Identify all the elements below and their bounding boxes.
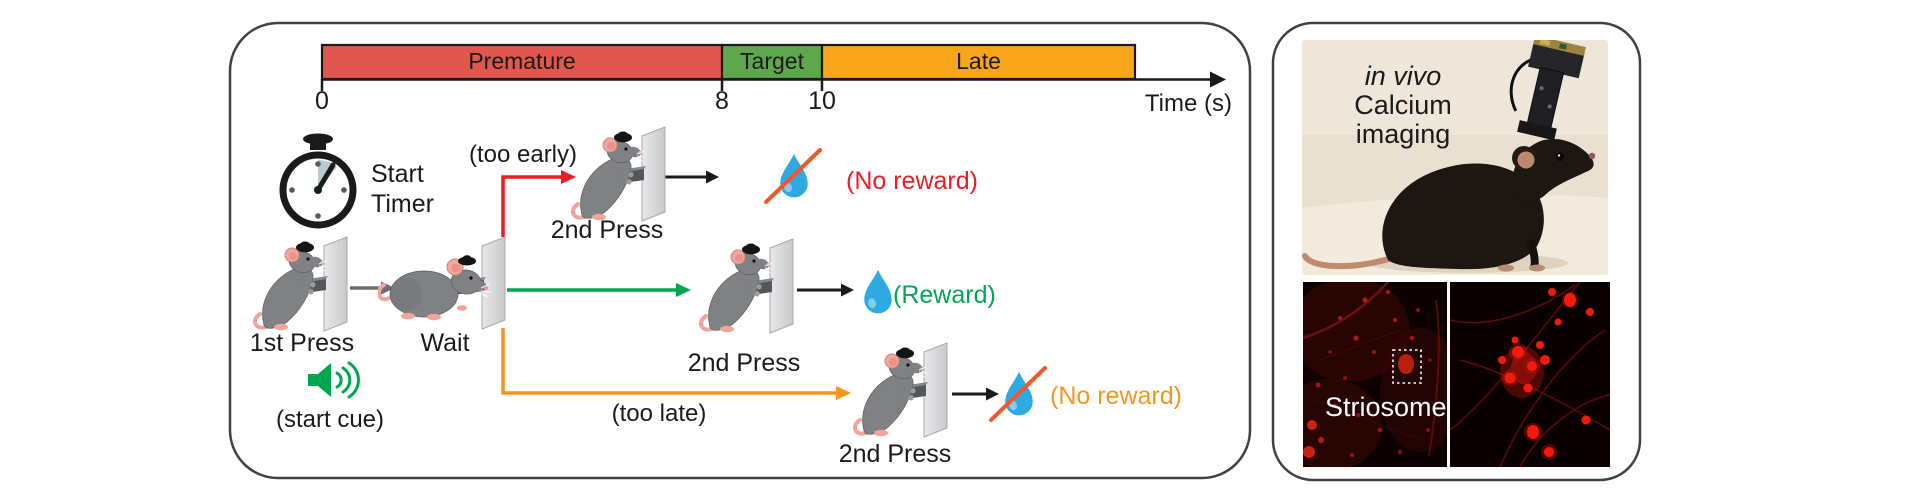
label-second-press-late: 2nd Press xyxy=(838,440,952,468)
target-arrow xyxy=(507,283,691,297)
timeline-label-target: Target xyxy=(740,48,804,74)
timeline-label-premature: Premature xyxy=(468,48,576,74)
miniscope xyxy=(1509,40,1586,141)
label-wait: Wait xyxy=(420,329,470,357)
label-first-press: 1st Press xyxy=(249,329,355,357)
label-reward: (Reward) xyxy=(893,281,996,309)
timeline-label-late: Late xyxy=(956,48,1001,74)
mouse-tail xyxy=(1302,253,1395,270)
label-second-press-target: 2nd Press xyxy=(687,349,801,377)
timeline-bar xyxy=(320,43,1226,91)
segment-target xyxy=(720,43,824,81)
outcome-arrow-late xyxy=(952,387,999,401)
too-late-arrow xyxy=(501,328,851,400)
droplet-no-reward-late xyxy=(989,366,1047,422)
start-timer-line2: Timer xyxy=(371,190,434,218)
tick-0: 0 xyxy=(315,87,329,115)
outcome-arrow-target xyxy=(797,283,854,297)
segment-late xyxy=(820,43,1137,81)
label-too-early: (too early) xyxy=(468,141,578,168)
segment-premature xyxy=(320,43,724,81)
striosome-roi-box xyxy=(1392,349,1422,384)
caption-imaging: imaging xyxy=(1355,119,1451,149)
caption-in-vivo: in vivo xyxy=(1364,61,1442,91)
label-start-cue: (start cue) xyxy=(275,406,385,433)
label-second-press-early: 2nd Press xyxy=(550,216,664,244)
time-axis-label: Time (s) xyxy=(1144,90,1232,117)
label-no-reward-late: (No reward) xyxy=(1050,382,1182,410)
too-early-arrow xyxy=(501,170,576,237)
caption-calcium: Calcium xyxy=(1354,90,1452,120)
fluorescence-image-striatum xyxy=(1303,282,1447,467)
label-no-reward-early: (No reward) xyxy=(846,167,978,195)
mouse-body xyxy=(1382,163,1544,270)
tick-10: 10 xyxy=(808,87,836,115)
time-axis-arrowhead xyxy=(1210,71,1226,88)
label-striosome: Striosome xyxy=(1325,392,1447,422)
tick-8: 8 xyxy=(715,87,729,115)
calcium-imaging-photo xyxy=(1302,40,1608,275)
label-too-late: (too late) xyxy=(611,400,707,427)
axis-ticks xyxy=(320,79,824,91)
droplet-no-reward-early xyxy=(764,148,822,204)
speaker-icon xyxy=(308,361,360,399)
stopwatch-icon xyxy=(279,133,357,229)
fluorescence-image-zoom xyxy=(1450,282,1610,467)
start-timer-line1: Start xyxy=(371,160,424,188)
mouse-ear xyxy=(1517,151,1535,169)
outcome-arrow-early xyxy=(660,170,719,184)
